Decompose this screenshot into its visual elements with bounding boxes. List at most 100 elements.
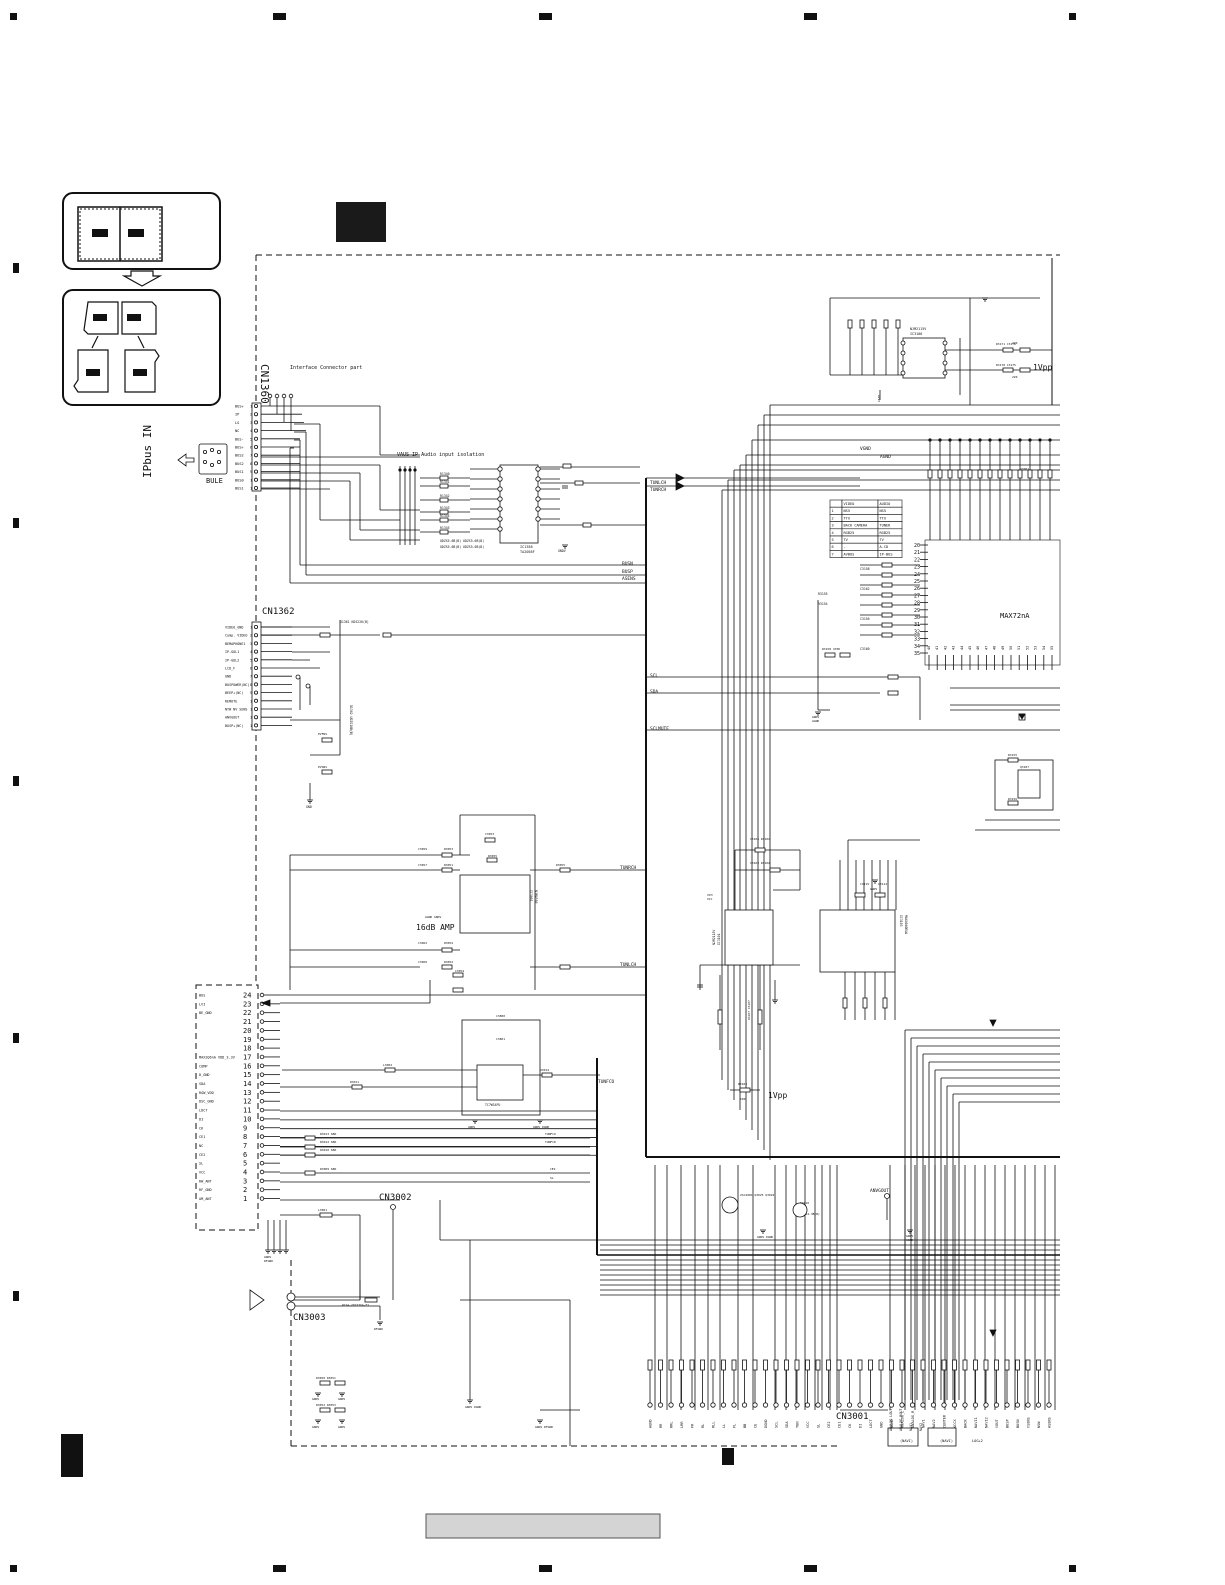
mux-cell	[841, 542, 879, 551]
y200-pin-name: LDCT	[199, 1109, 208, 1113]
gnd-label: GNDV	[870, 887, 877, 891]
net-anvgout: ANVGOUT	[870, 1188, 889, 1194]
max-pin-num: 34	[914, 644, 920, 650]
amp-gain-label: 16dB AMP	[416, 923, 455, 932]
cn3001-group-label: NAV1	[909, 1423, 913, 1431]
max-pin-num: 42	[943, 646, 947, 650]
cap-ref: C3057	[418, 863, 427, 867]
cn1362-label: CN1362	[262, 607, 295, 617]
y200-pin-number: 4	[243, 1169, 247, 1177]
cn3001-pin: BACK	[964, 1419, 968, 1428]
cn1360-pin-number: 1	[250, 405, 252, 409]
max-pin-num: 29	[914, 608, 920, 614]
wiring	[258, 297, 1060, 1446]
gnd-label: GNDV DGND	[757, 1235, 773, 1239]
y200-pin-name: VCC	[199, 1171, 205, 1175]
cn1360-pin-name: BUS2	[235, 454, 244, 458]
mux-cell-text: AUDIO	[880, 502, 891, 506]
mux-cell-text: 1	[832, 509, 834, 513]
cap-ref: C3054	[455, 969, 464, 973]
max-pin-num: 25	[914, 579, 920, 585]
ic-ref: IC3106	[910, 332, 922, 336]
res-ref: R3051	[444, 863, 453, 867]
res-ref: R3155	[1008, 753, 1017, 757]
res-ref: PVSNS	[318, 765, 327, 769]
y200-pin-name: RGW_VDD	[199, 1091, 214, 1095]
cn3002-label: CN3002	[379, 1193, 412, 1203]
mux-cell-text: AVBUS	[844, 552, 855, 556]
max-pin-num: 21	[914, 550, 920, 556]
max-pin-num: 32	[914, 629, 920, 635]
cn3001-pin: FL	[733, 1424, 737, 1428]
res-ref: R1344	[440, 514, 450, 518]
max-pin-num: 20	[914, 543, 920, 549]
max-pin-num: 53	[1034, 646, 1038, 650]
max-pin-num: 45	[968, 646, 972, 650]
ref: RCSA-2015TXA-F1	[342, 1303, 369, 1307]
cap-ref: C3160	[860, 647, 870, 651]
ic-ref: NJM4560	[534, 890, 538, 904]
cn1362-pin-name: IP-GOL1	[225, 650, 239, 654]
cap-ref: C3053	[485, 832, 494, 836]
max-pin-num: 43	[952, 646, 956, 650]
ic-ref: IC3101	[717, 933, 721, 945]
net-sda: SDA	[650, 689, 658, 695]
cn3001-pin: CK	[848, 1423, 852, 1428]
y200-pin-name: AM_ANT	[199, 1197, 213, 1201]
cn1362-pin-number: 8	[250, 683, 252, 687]
cn3001-pin: CENTER	[943, 1414, 947, 1428]
y200-pin-number: 3	[243, 1177, 247, 1185]
cn1360-pin-number: 6	[250, 446, 252, 450]
max-pin-num: 23	[914, 565, 920, 571]
y200-pin-number: 19	[243, 1036, 251, 1044]
mux-cell-text: TTX	[880, 516, 887, 520]
cn3001-pin: VSENS	[1027, 1417, 1031, 1428]
gnd-label: AGND	[906, 1238, 913, 1242]
mux-cell-text: 5	[832, 538, 834, 542]
ic-ref: NJM2115V	[712, 930, 716, 945]
res-ref: R3156	[1008, 797, 1017, 801]
mux-cell	[877, 550, 903, 558]
diode-ref: D1362 UDZS10B(B)	[349, 705, 353, 736]
gnd-label: GNDV RFGND	[535, 1425, 553, 1429]
y200-pin-name: BE_GND	[199, 1011, 212, 1015]
res-ref: R3158 470K	[822, 647, 840, 651]
cn1362-pin-number: 1	[250, 626, 252, 630]
res-ref: R3107 C3107	[747, 1000, 751, 1020]
cn1360-pin-name: BUS+	[235, 405, 244, 409]
max-pin-num: 46	[976, 646, 980, 650]
y200-pin-number: 18	[243, 1045, 251, 1053]
y200-pin-name: RW_ANT	[199, 1179, 213, 1183]
net: TUNFCO	[545, 1132, 556, 1136]
cap-ref: C3800	[496, 1014, 505, 1018]
cn1360-pin-name: BUS2	[235, 462, 244, 466]
label: D3010	[800, 1201, 809, 1205]
cn1362-pin-number: 4	[250, 650, 252, 654]
y200-pin-name: COMP	[199, 1064, 207, 1068]
gnd-label: GND	[306, 805, 312, 809]
cn3001-pin: ACCX	[953, 1419, 957, 1428]
net-tunrch-amp: TUNRCH	[620, 865, 637, 871]
mux-cell-text: 4	[832, 531, 834, 535]
y200-pin-name: CE2	[199, 1153, 205, 1157]
res-ref: R1342	[440, 494, 450, 498]
mux-cell-text: TUNER	[880, 524, 892, 528]
cn1360-pin-name: LG	[235, 421, 239, 425]
cn3001-pin: FR	[691, 1423, 695, 1428]
mux-cell-text: 2	[832, 516, 834, 520]
cn3001-group-label: NAV2	[919, 1423, 923, 1431]
gnd-label: GNDV	[312, 1397, 319, 1401]
res-ref: L3002	[383, 1063, 392, 1067]
cn3001-sub-label: LOG+2	[972, 1439, 983, 1443]
gnd-label: GNDV	[264, 1255, 271, 1259]
label: AVVJ	[877, 395, 881, 402]
max-pin-num: 22	[914, 557, 920, 563]
mux-cell-text: BACK CAMERA	[844, 524, 869, 528]
gnd-label: AGND	[812, 719, 819, 723]
y200-pin-number: 10	[243, 1115, 251, 1123]
ic-ref: MAX4040EUA	[904, 915, 908, 934]
y200-pin-name: D_GND	[199, 1073, 210, 1077]
cn3001-pin: CE	[754, 1424, 758, 1428]
label: Q3187	[1020, 765, 1029, 769]
